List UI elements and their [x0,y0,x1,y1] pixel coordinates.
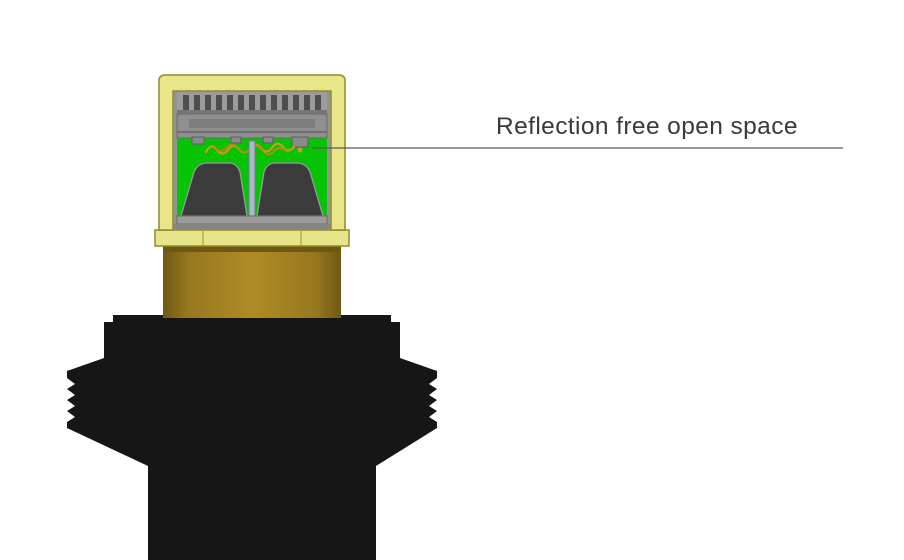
annotation-label: Reflection free open space [496,113,798,140]
mechanism-plate-line [177,110,327,114]
mechanism-inner-channel [189,119,315,128]
gold-wire-dot [297,147,303,153]
flange-ring [154,229,350,247]
brass-cylinder-top-edge [163,246,341,252]
base-plate-upper [176,215,328,225]
flange-ring-band [154,229,350,247]
transducer-cone-left [180,162,248,217]
black-housing-body [67,315,437,560]
mechanism-tabs [191,136,309,148]
base-plates [173,215,331,230]
cap-shell [158,74,346,231]
brass-cylinder [163,246,341,318]
upper-mechanism [176,91,328,148]
brass-cylinder-surface [163,246,341,318]
base-plate-lower [173,224,331,230]
center-support-rod [248,140,256,217]
transducer-cone-right [256,162,324,217]
transducer-cones [180,162,324,217]
mechanism-bottom-line [177,131,327,133]
comb-slots [183,95,321,110]
